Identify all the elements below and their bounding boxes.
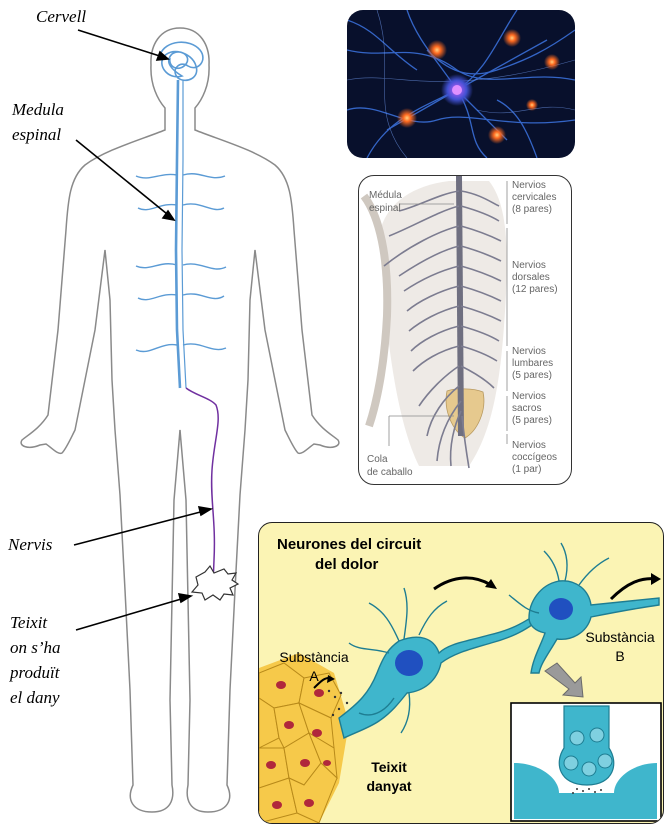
spine-label-coccyx-3: (1 par) xyxy=(512,464,541,475)
spine-label-lumbar: Nervios xyxy=(512,346,546,357)
spine-label-cauda: Cola xyxy=(367,454,388,465)
spinal-cord-label-2: espinal xyxy=(12,124,61,145)
spine-label-cervical-3: (8 pares) xyxy=(512,204,552,215)
spine-label-coccyx-2: coccígeos xyxy=(512,452,557,463)
spine-label-cervical-2: cervicales xyxy=(512,192,556,203)
substance-b-label-1: Substància xyxy=(577,628,663,646)
damaged-tissue-label-2: danyat xyxy=(354,777,424,795)
pain-title-2: del dolor xyxy=(315,555,378,574)
spine-label-sacral: Nervios xyxy=(512,391,546,402)
spinal-cord-label-1: Medula xyxy=(12,99,64,120)
spine-label-cervical: Nervios xyxy=(512,180,546,191)
damaged-tissue-label-1: Teixit xyxy=(354,758,424,776)
pain-circuit-panel: Neurones del circuit del dolor Substànci… xyxy=(258,522,664,824)
synapse-inset xyxy=(511,703,661,821)
substance-a-label-2: A xyxy=(269,667,359,685)
brain-label: Cervell xyxy=(36,6,86,27)
tissue-label-3: produït xyxy=(10,662,59,683)
spine-label-cauda-2: de caballo xyxy=(367,467,413,478)
tissue-label-1: Teixit xyxy=(10,612,47,633)
substance-a-label-1: Substància xyxy=(269,648,359,666)
spine-label-medula-2: espinal xyxy=(369,203,401,214)
spine-label-lumbar-3: (5 pares) xyxy=(512,370,552,381)
synapse-arrow-icon xyxy=(545,663,583,697)
spine-anatomy-image: Médula espinal Nervios cervicales (8 par… xyxy=(358,175,572,485)
neural-network-image xyxy=(347,10,575,158)
spine-label-sacral-3: (5 pares) xyxy=(512,415,552,426)
nerves-label: Nervis xyxy=(8,534,52,555)
spine-label-dorsal-3: (12 pares) xyxy=(512,284,558,295)
tissue-label-2: on s’ha xyxy=(10,637,61,658)
substance-b-label-2: B xyxy=(577,647,663,665)
pain-title-1: Neurones del circuit xyxy=(277,535,421,554)
spine-label-medula: Médula xyxy=(369,190,402,201)
spine-label-dorsal: Nervios xyxy=(512,260,546,271)
spine-label-dorsal-2: dorsales xyxy=(512,272,550,283)
spine-label-sacral-2: sacros xyxy=(512,403,541,414)
spine-label-coccyx: Nervios xyxy=(512,440,546,451)
spine-label-lumbar-2: lumbares xyxy=(512,358,553,369)
tissue-label-4: el dany xyxy=(10,687,60,708)
